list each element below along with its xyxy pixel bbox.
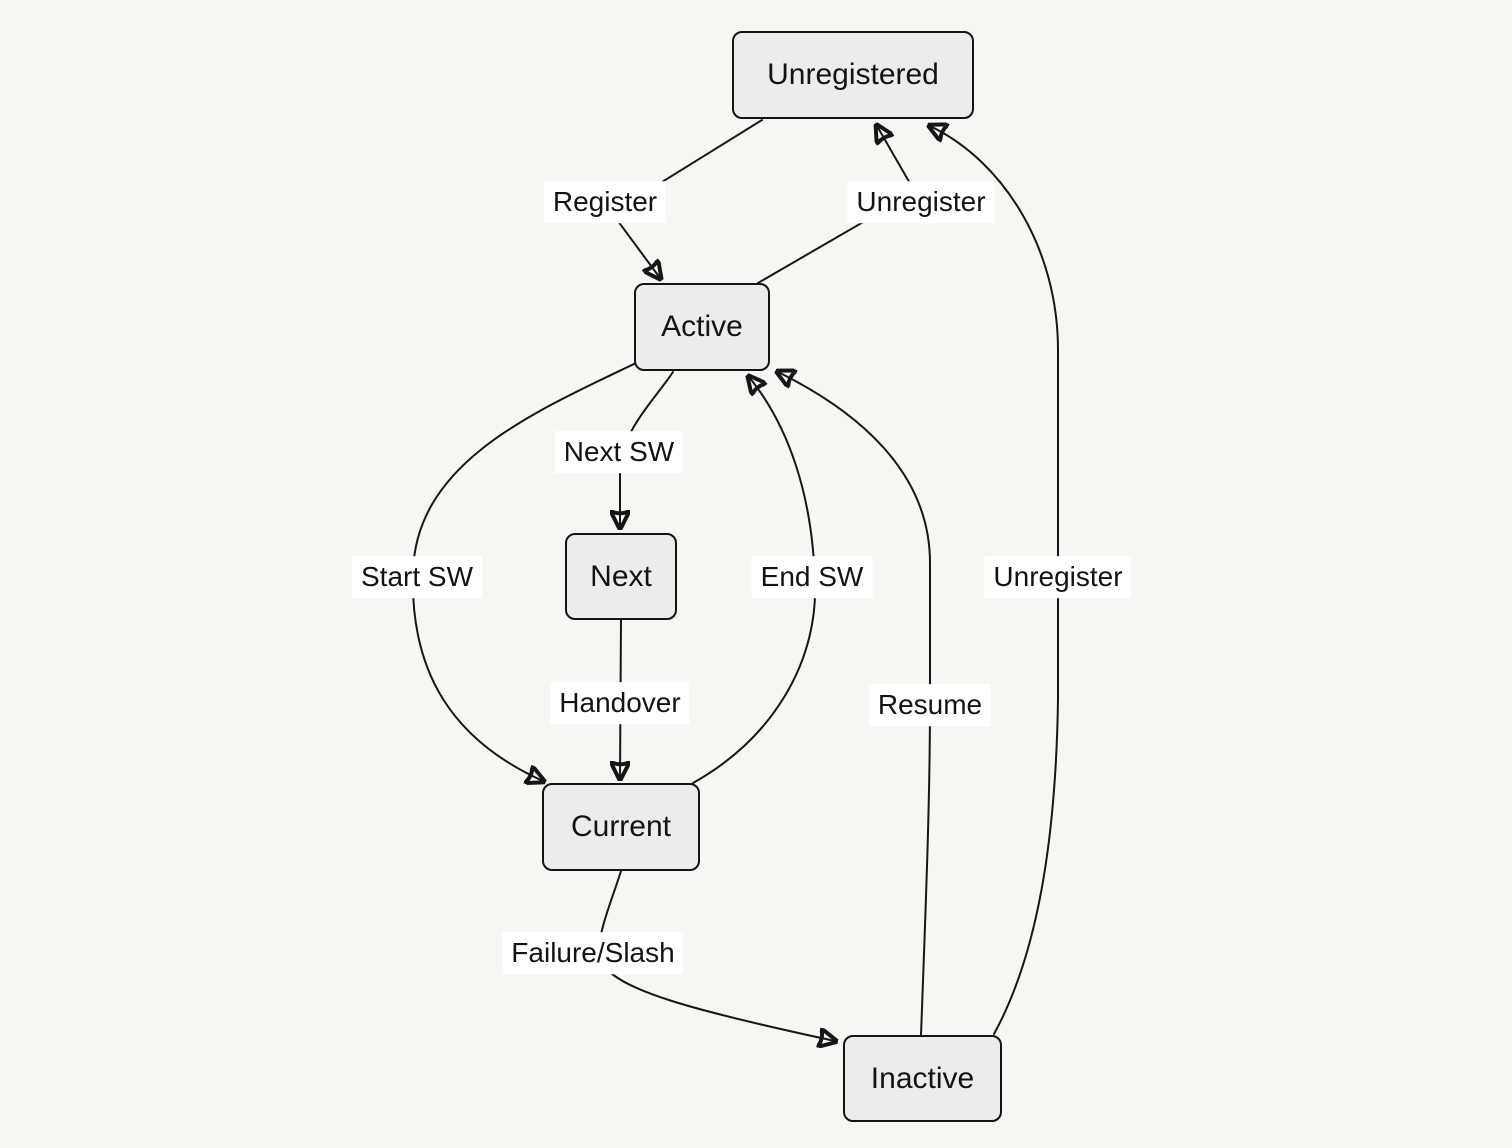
node-active-label: Active	[661, 310, 743, 343]
edge-label-failure-slash: Failure/Slash	[502, 932, 684, 974]
edge-label-resume: Resume	[868, 684, 992, 726]
node-unregistered: Unregistered	[732, 31, 974, 119]
edge-label-register: Register	[543, 181, 667, 223]
edge-label-end-sw: End SW	[751, 556, 873, 598]
edge-label-next-sw: Next SW	[554, 431, 684, 473]
node-current: Current	[542, 783, 700, 871]
node-inactive: Inactive	[843, 1035, 1002, 1122]
node-unregistered-label: Unregistered	[767, 58, 939, 91]
node-inactive-label: Inactive	[870, 1061, 975, 1095]
node-next: Next	[565, 533, 677, 620]
node-next-label: Next	[590, 559, 652, 593]
edge-label-start-sw: Start SW	[351, 556, 483, 598]
edge-label-unregister-from-inactive: Unregister	[984, 556, 1132, 598]
edge-unregister-from-inactive	[930, 126, 1059, 1035]
node-current-label: Current	[570, 810, 672, 843]
edge-label-handover: Handover	[550, 682, 690, 724]
edge-label-unregister-from-active: Unregister	[847, 181, 995, 223]
node-active: Active	[634, 283, 770, 371]
edge-failure-slash	[598, 870, 835, 1041]
